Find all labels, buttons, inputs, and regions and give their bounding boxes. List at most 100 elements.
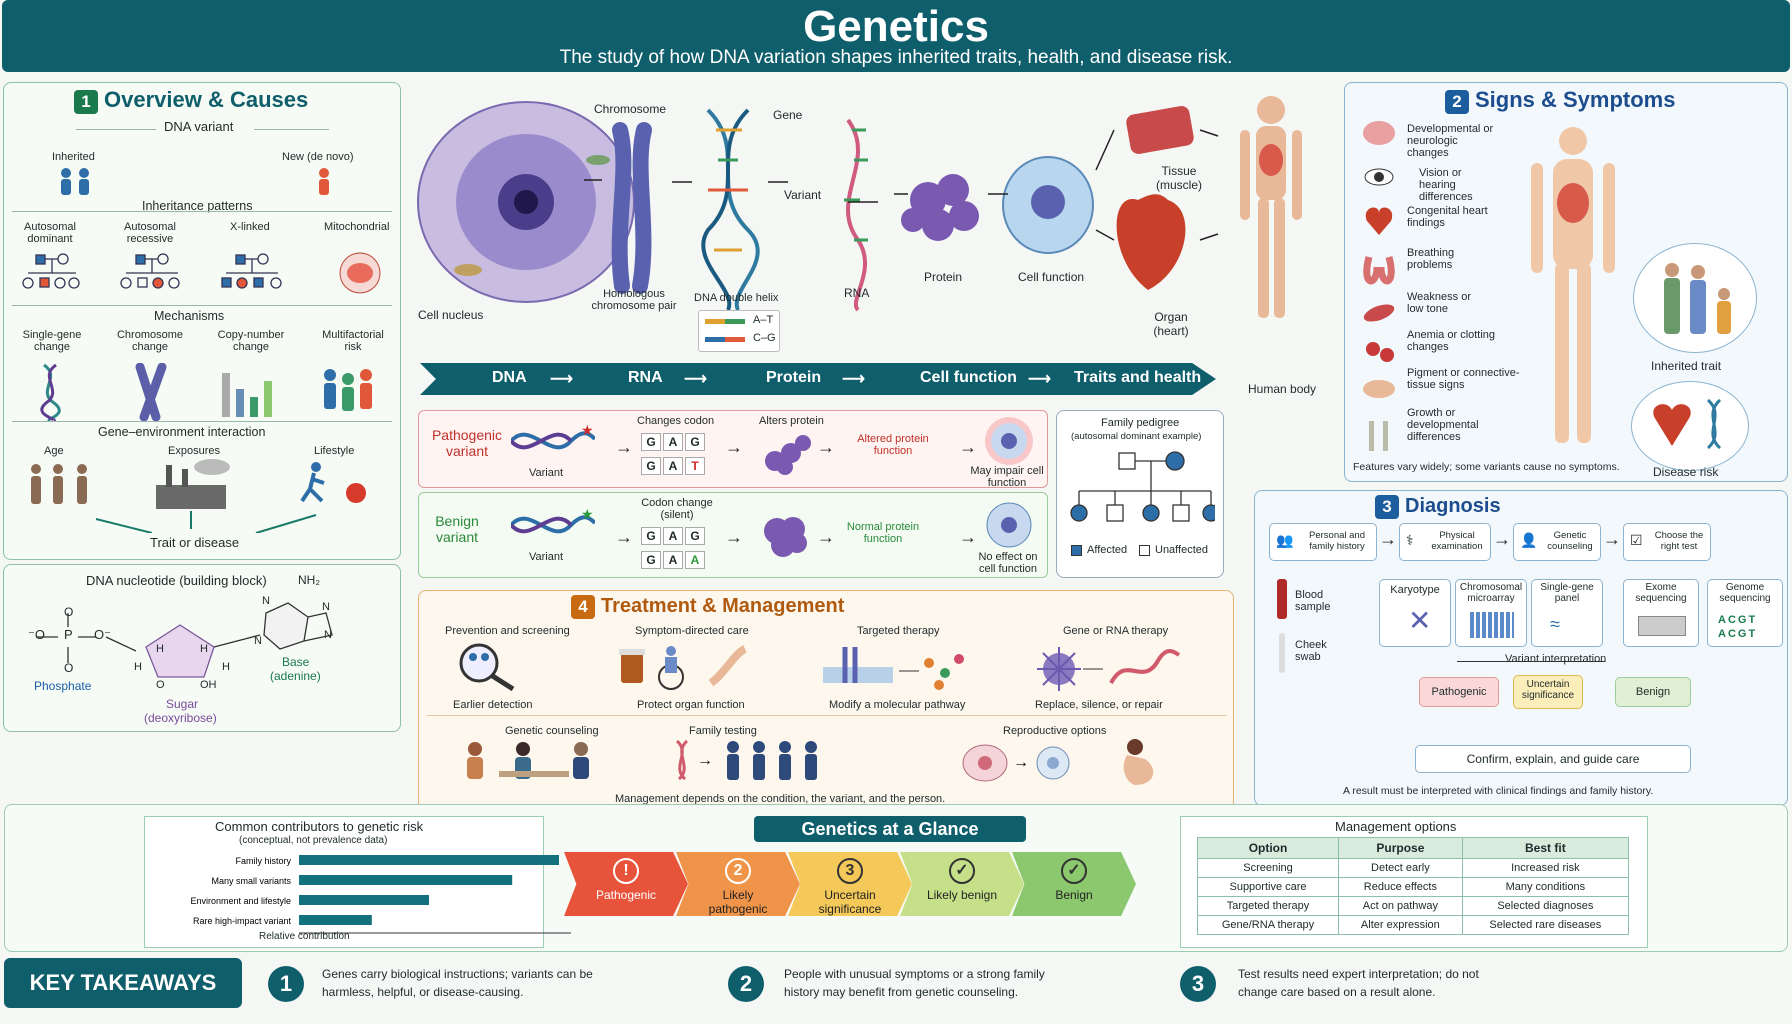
table-cell: Alter expression: [1338, 915, 1463, 935]
chart-category-label: Rare high-impact variant: [193, 916, 292, 926]
takeaway-1-line1: Genes carry biological instructions; var…: [322, 967, 593, 981]
sequence-icon: ACGT: [1718, 614, 1758, 626]
table-cell: Act on pathway: [1338, 896, 1463, 916]
codon-cell: A: [663, 433, 683, 451]
codon-cell: G: [641, 457, 661, 475]
classification-chevron: !Pathogenic: [564, 852, 688, 916]
impaired-cell-icon: [985, 417, 1033, 465]
test-exome-label: Exome sequencing: [1635, 582, 1687, 604]
pathogenic-label: Pathogenic variant: [431, 427, 503, 459]
gxe-icons: [31, 459, 366, 533]
alters-protein-label: Alters protein: [759, 415, 824, 427]
organ-label: Organ (heart): [1153, 310, 1189, 338]
glance-title: Genetics at a Glance: [754, 816, 1026, 842]
targeted-therapy-label: Targeted therapy: [857, 625, 940, 637]
step-counseling: 👤Genetic counseling: [1513, 523, 1601, 561]
confirm-guide-box: Confirm, explain, and guide care: [1415, 745, 1691, 773]
normal-function-label: Normal protein function: [846, 521, 920, 545]
header-purpose: Purpose: [1338, 837, 1463, 859]
diagnosis-title: Diagnosis: [1405, 495, 1501, 517]
family-testing-label: Family testing: [689, 725, 757, 737]
takeaway-3-line2: change care based on a result alone.: [1238, 985, 1436, 999]
mechanisms-label: Mechanisms: [154, 309, 225, 323]
table-cell: Increased risk: [1461, 858, 1630, 878]
sequence-icon: ACGT: [1718, 628, 1758, 640]
svg-text:→: →: [1013, 754, 1029, 771]
lifestyle-label: Lifestyle: [314, 445, 355, 457]
care-icons: [619, 645, 747, 690]
exposures-label: Exposures: [168, 445, 220, 457]
result-uncertain: Uncertain significance: [1513, 675, 1583, 709]
tissue-label: Tissue (muscle): [1155, 164, 1202, 192]
cell-function-label: Cell function: [1018, 270, 1085, 284]
codon-cell: A: [663, 457, 683, 475]
inherited-label: Inherited: [52, 151, 95, 163]
pattern-autosomal-dominant: Autosomal dominant: [24, 221, 76, 245]
unaffected-swatch: [1139, 545, 1150, 556]
magnifier-people-icon: [459, 643, 515, 691]
step-choose-label: Choose the right test: [1654, 530, 1704, 552]
test-microarray: Chromosomal microarray: [1455, 579, 1527, 647]
variant-label: Variant: [784, 188, 822, 202]
chevron-label: Likely benign: [926, 888, 998, 902]
contributors-chart: Common contributors to genetic risk (con…: [144, 816, 571, 948]
warning-icon: !: [613, 858, 639, 884]
step-exam: ⚕Physical examination: [1399, 523, 1491, 561]
header-banner: Genetics The study of how DNA variation …: [2, 0, 1790, 72]
symptom-pigment: Pigment or connective-tissue signs: [1407, 367, 1520, 391]
phosphate-label: Phosphate: [34, 679, 92, 693]
codon-cell: G: [641, 527, 661, 545]
nucleotide-title: DNA nucleotide (building block): [86, 573, 267, 588]
codon-cell: A: [663, 527, 683, 545]
dna-helix-label: DNA double helix: [694, 292, 779, 304]
dna-icon: ≈: [1550, 614, 1560, 634]
n-label-2: N: [322, 601, 330, 613]
dna-benign-icon: ★: [511, 509, 595, 534]
flow-step-traits: Traits and health: [1074, 369, 1202, 386]
table-cell: Supportive care: [1196, 877, 1340, 897]
o-sugar-label: O: [156, 679, 165, 691]
key-takeaways-label: KEY TAKEAWAYS: [4, 958, 242, 1008]
table-cell: Gene/RNA therapy: [1196, 915, 1340, 935]
table-cell: Targeted therapy: [1196, 896, 1340, 916]
test-genome-label: Genome sequencing: [1719, 582, 1771, 604]
unaffected-label: Unaffected: [1155, 544, 1209, 556]
chart-xlabel: Relative contribution: [259, 931, 350, 942]
header-best-fit: Best fit: [1461, 837, 1630, 859]
chart-bar: [299, 895, 429, 905]
takeaway-3-line1: Test results need expert interpretation;…: [1238, 967, 1479, 981]
step-counseling-label: Genetic counseling: [1547, 530, 1593, 552]
chart-subtitle: (conceptual, not prevalence data): [239, 835, 388, 846]
gene-rna-therapy-label: Gene or RNA therapy: [1063, 625, 1169, 637]
counseling-icon: [467, 742, 589, 779]
takeaway-1-line2: harmless, helpful, or disease-causing.: [322, 985, 524, 999]
affected-swatch: [1071, 545, 1082, 556]
reproductive-options-label: Reproductive options: [1003, 725, 1107, 737]
test-single-gene-label: Single-gene panel: [1540, 582, 1594, 604]
symptom-icons: [1363, 121, 1395, 451]
gxe-label: Gene–environment interaction: [98, 425, 266, 439]
mech-multifactorial: Multifactorial risk: [322, 329, 384, 353]
pattern-autosomal-recessive: Autosomal recessive: [124, 221, 176, 245]
result-benign: Benign: [1615, 677, 1691, 707]
protect-organ-label: Protect organ function: [637, 699, 745, 711]
table-cell: Reduce effects: [1338, 877, 1463, 897]
reproductive-icon: →: [962, 739, 1154, 785]
chevron-label: Likely pathogenic: [708, 888, 768, 916]
chart-bar: [299, 875, 513, 885]
flow-step-protein: Protein: [766, 369, 822, 386]
healthy-cell-icon: [986, 502, 1032, 548]
de-novo-label: New (de novo): [282, 151, 354, 163]
page-title: Genetics: [803, 2, 989, 51]
takeaway-number: 1: [268, 966, 304, 1002]
flow-bar: DNA ⟶ RNA ⟶ Protein ⟶ Cell function ⟶ Tr…: [420, 363, 1216, 395]
dna-to-body-illustration: [417, 96, 1302, 318]
check-icon: ✓: [949, 858, 975, 884]
pedigree-chart: [1070, 451, 1215, 522]
chromosome-icon: ✕: [1408, 605, 1432, 636]
pedigree-panel: Family pedigree (autosomal dominant exam…: [1056, 410, 1224, 578]
